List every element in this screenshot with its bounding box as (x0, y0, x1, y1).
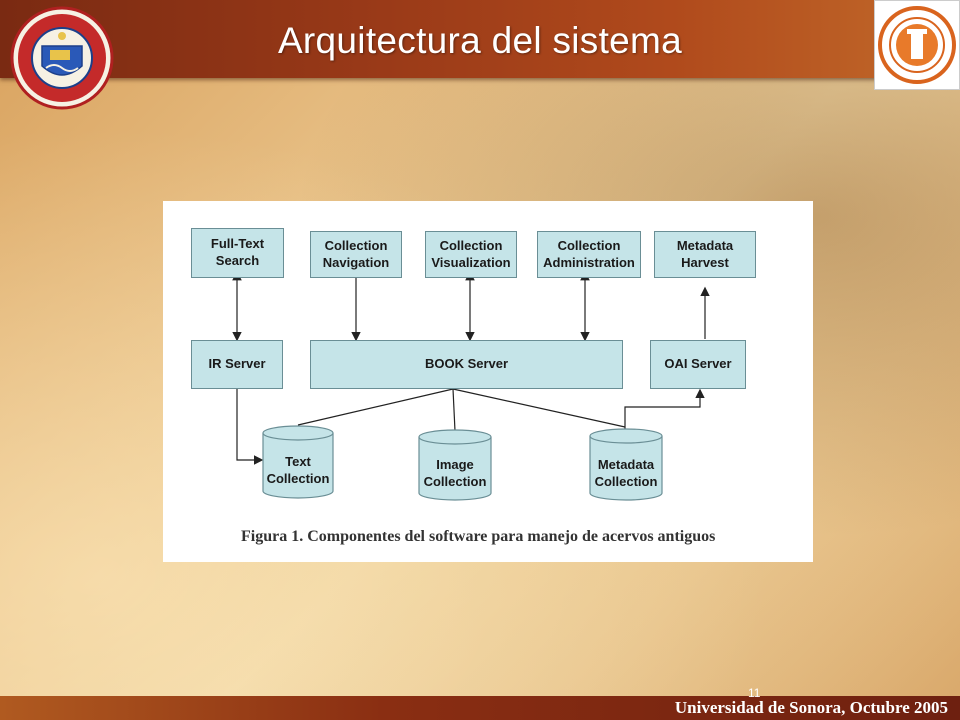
oai-server-box: OAI Server (650, 340, 746, 389)
footer-bar: Universidad de Sonora, Octubre 2005 (0, 696, 960, 720)
book-server-box: BOOK Server (310, 340, 623, 389)
image-collection-cylinder (418, 429, 492, 501)
ir-server-box: IR Server (191, 340, 283, 389)
metadata-collection-cylinder (589, 428, 663, 501)
universidad-de-sonora-seal (10, 6, 114, 110)
title-bar (0, 0, 960, 78)
text-collection-cylinder (262, 425, 334, 499)
page-number: 11 (748, 686, 761, 700)
americarum-universitas-seal (874, 0, 960, 90)
figure-caption: Figura 1. Componentes del software para … (241, 528, 716, 545)
connector-lines (232, 270, 710, 501)
slide-title: Arquitectura del sistema (277, 20, 683, 61)
footer-text: Universidad de Sonora, Octubre 2005 (674, 698, 948, 717)
